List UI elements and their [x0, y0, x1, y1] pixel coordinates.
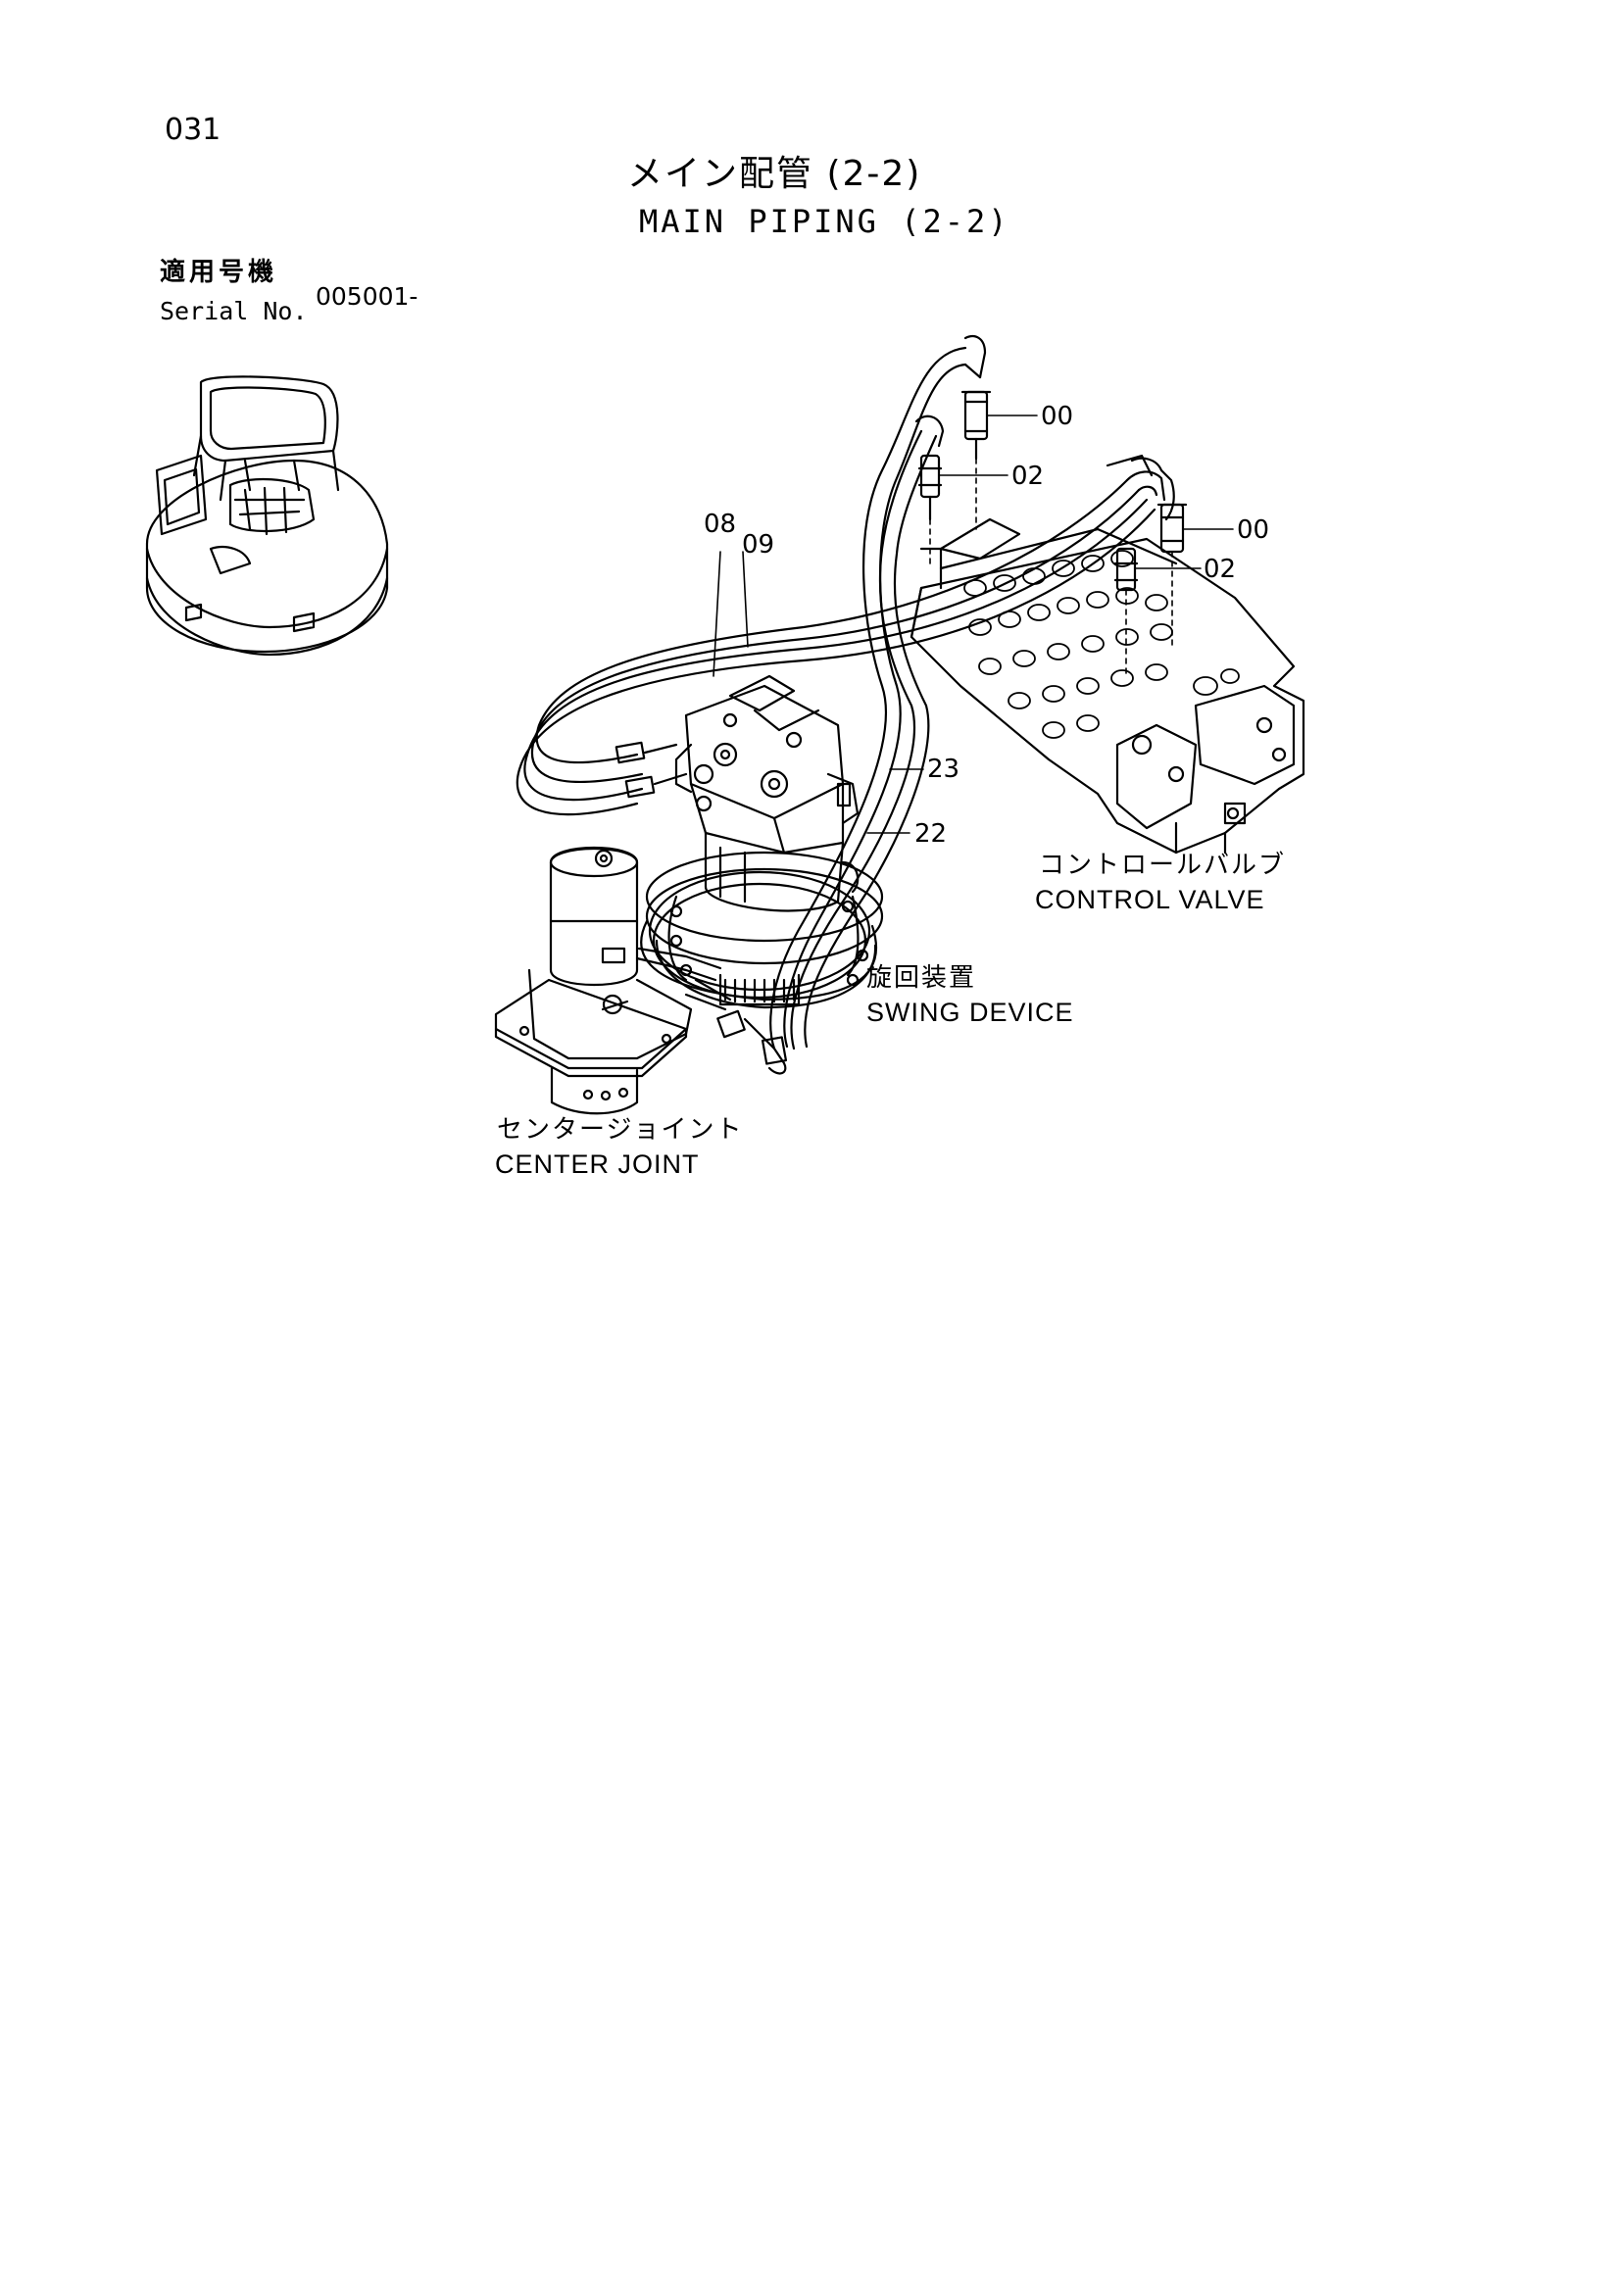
center-joint-illustration: [494, 846, 722, 1115]
center-joint-label-japanese: センタージョイント: [497, 1115, 744, 1145]
serial-label-english: Serial No.: [160, 297, 308, 325]
fittings-00-02: [917, 390, 1188, 677]
callout-leader-lines: [713, 415, 1234, 834]
swing-device-label-japanese: 旋回装置: [866, 963, 977, 993]
hoses-08-09: [516, 454, 1175, 816]
callout-02-top: 02: [1011, 462, 1045, 491]
control-valve-illustration: [910, 517, 1305, 855]
machine-overview-illustration: [145, 375, 389, 657]
callout-02-right: 02: [1204, 555, 1237, 584]
callout-00-top: 00: [1041, 402, 1074, 431]
serial-label-japanese: 適用号機: [160, 258, 278, 287]
callout-23: 23: [927, 755, 960, 784]
swing-device-label-english: SWING DEVICE: [866, 998, 1074, 1027]
hoses-22-23: [684, 335, 987, 1075]
center-joint-label-english: CENTER JOINT: [495, 1149, 700, 1179]
title-english: MAIN PIPING (2-2): [639, 203, 1010, 240]
serial-number-value: 005001-: [316, 282, 418, 311]
callout-22: 22: [914, 819, 948, 849]
swing-device-illustration: [640, 674, 884, 1009]
callout-08: 08: [704, 510, 737, 539]
page-number: 031: [165, 113, 221, 147]
control-valve-label-english: CONTROL VALVE: [1035, 885, 1265, 914]
callout-00-right: 00: [1237, 515, 1270, 545]
title-japanese: メイン配管 (2-2): [627, 154, 922, 194]
callout-09: 09: [742, 530, 775, 560]
control-valve-label-japanese: コントロールバルブ: [1039, 851, 1287, 880]
